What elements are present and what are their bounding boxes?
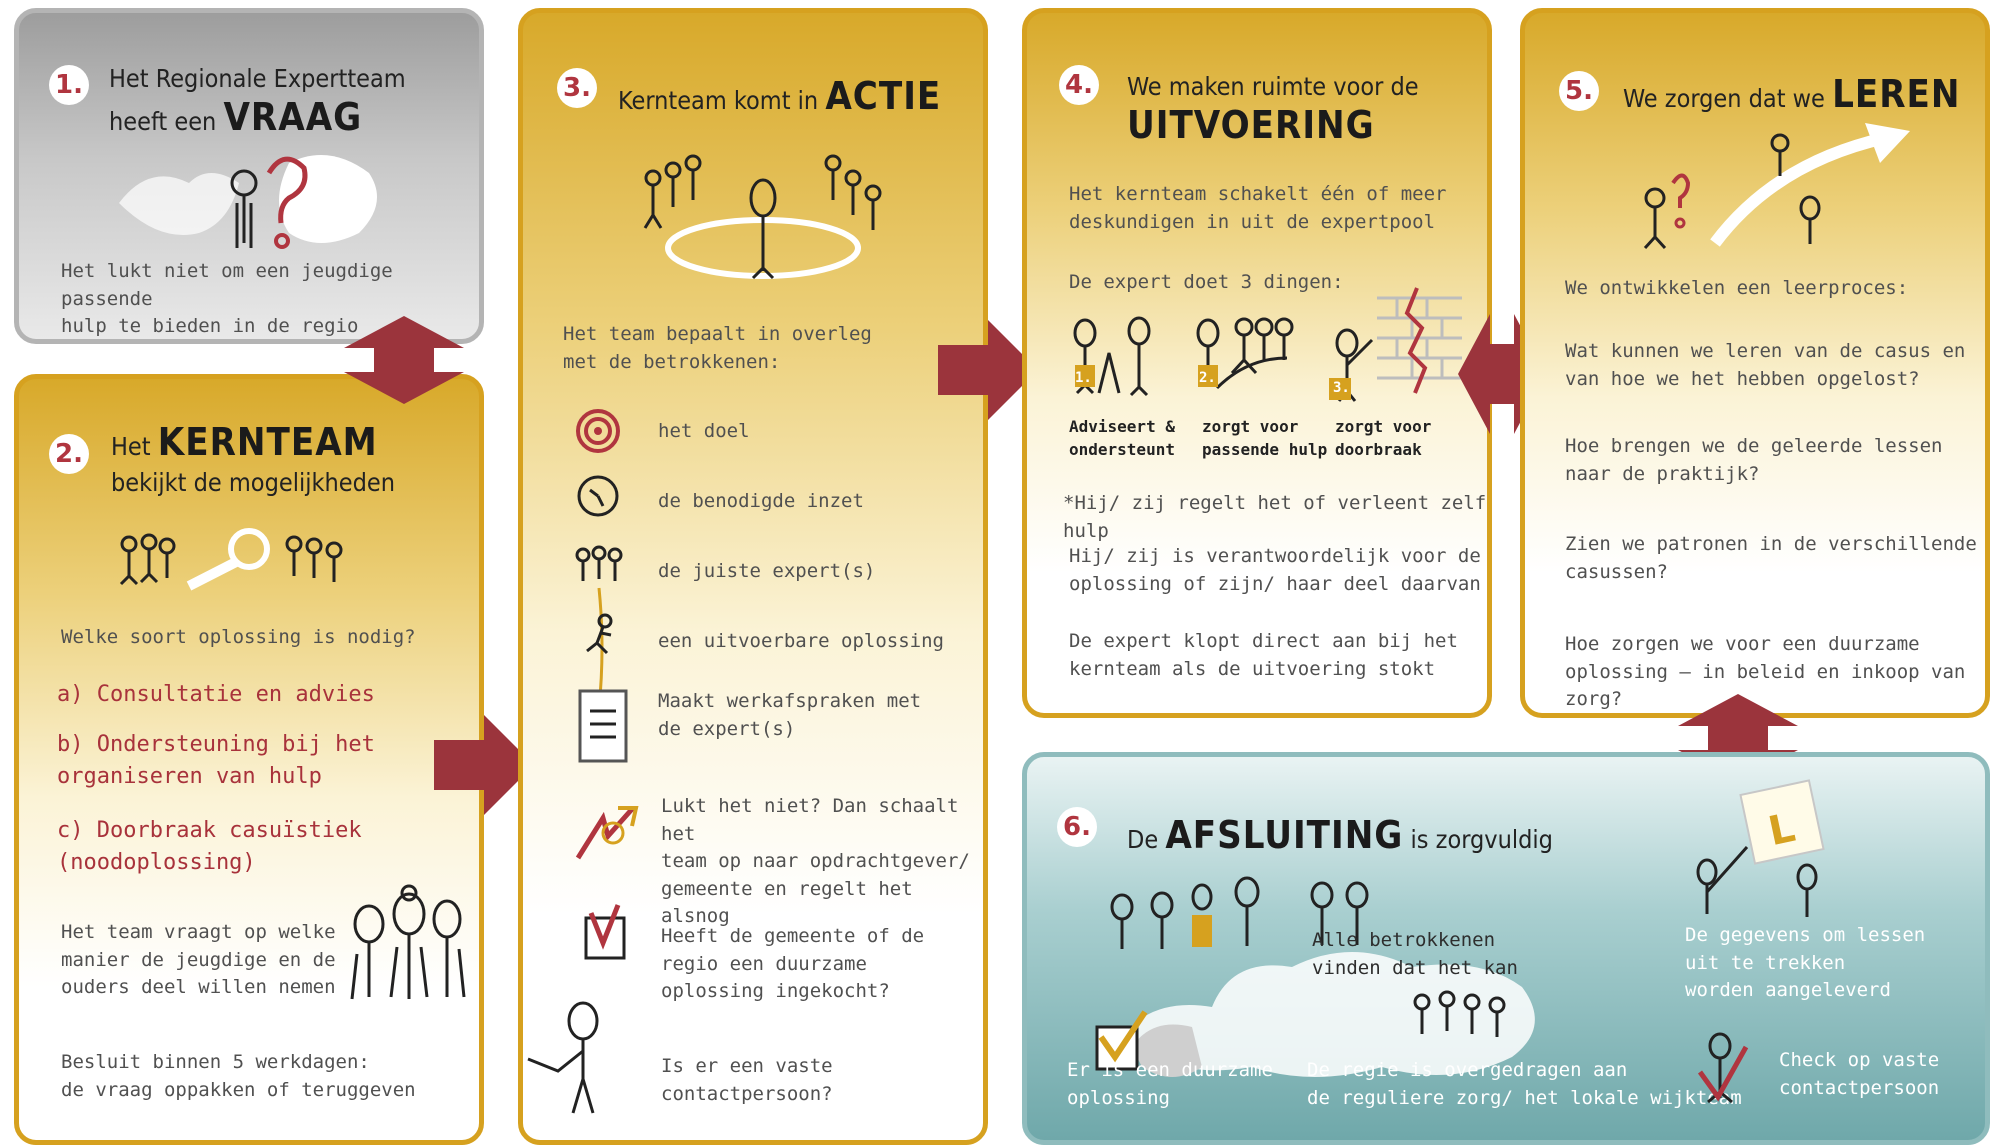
option-c: c) Doorbraak casuïstiek (noodoplossing) bbox=[57, 818, 362, 875]
arrow-right-icon-2 bbox=[938, 320, 1038, 420]
item-goal: het doel bbox=[658, 420, 750, 442]
role-1-badge: 1. bbox=[1075, 370, 1092, 386]
escalate-arrow-icon bbox=[575, 806, 639, 860]
panel-2-question: Welke soort oplossing is nodig? bbox=[61, 626, 416, 648]
help-figures-icon bbox=[1196, 317, 1294, 390]
people-row-icon bbox=[1110, 876, 1369, 949]
people-icon bbox=[575, 545, 623, 581]
step-number-1: 1. bbox=[49, 65, 89, 105]
check-person-icon bbox=[1697, 1032, 1749, 1104]
panel-4-note2: Hij/ zij is verantwoordelijk voor de opl… bbox=[1069, 545, 1481, 595]
lessons-sign-icon bbox=[1696, 779, 1825, 917]
panel-6-closing: 6. De AFSLUITING is zorgvuldig Alle betr… bbox=[1022, 752, 1990, 1145]
step-number-3: 3. bbox=[557, 68, 597, 108]
panel-2-title-line2: bekijkt de mogelijkheden bbox=[111, 467, 395, 497]
panel-2-title-pre: Het bbox=[111, 432, 151, 461]
clock-icon bbox=[577, 475, 619, 517]
panel-1-title-line1: Het Regionale Expertteam bbox=[109, 64, 406, 93]
option-a: a) Consultatie en advies bbox=[57, 682, 375, 707]
panel-4-note3: De expert klopt direct aan bij het kernt… bbox=[1069, 630, 1458, 680]
panel-4-title-line1: We maken ruimte voor de bbox=[1127, 72, 1419, 101]
item-agreements: Maakt werkafspraken met de expert(s) bbox=[658, 690, 922, 740]
panel-6-title: De AFSLUITING is zorgvuldig bbox=[1127, 812, 1553, 860]
panel-4-execution: 4. We maken ruimte voor de UITVOERING He… bbox=[1022, 8, 1492, 718]
step-number-5: 5. bbox=[1559, 71, 1599, 111]
role-2-label: zorgt voor passende hulp bbox=[1202, 417, 1328, 460]
learning-question-4: Hoe zorgen we voor een duurzame oplossin… bbox=[1565, 633, 1966, 711]
breakthrough-wall-icon bbox=[1329, 287, 1462, 402]
role-3-label: zorgt voor doorbraak bbox=[1335, 417, 1432, 460]
role-2-badge: 2. bbox=[1199, 370, 1216, 386]
step-number-2: 2. bbox=[49, 434, 89, 474]
panel-5-title-pre: We zorgen dat we bbox=[1623, 84, 1825, 113]
document-icon bbox=[578, 689, 628, 763]
panel-4-title: We maken ruimte voor de UITVOERING bbox=[1127, 71, 1419, 150]
learning-question-1: Wat kunnen we leren van de casus en van … bbox=[1565, 340, 1966, 390]
handover-people-icon bbox=[1413, 990, 1506, 1037]
team-circle-icon bbox=[643, 154, 882, 280]
panel-1-title: Het Regionale Expertteam heeft een VRAAG bbox=[109, 63, 406, 142]
panel-6-all-parties: Alle betrokkenen vinden dat het kan bbox=[1312, 929, 1518, 979]
panel-5-intro: We ontwikkelen een leerproces: bbox=[1565, 277, 1909, 299]
target-icon bbox=[576, 409, 620, 453]
check-board-icon bbox=[1095, 1010, 1148, 1071]
panel-1-title-big: VRAAG bbox=[223, 95, 363, 140]
panel-3-title-pre: Kernteam komt in bbox=[618, 86, 819, 115]
region-map-icon bbox=[1122, 952, 1535, 1077]
panel-1-title-pre: heeft een bbox=[109, 107, 217, 137]
panel-5-title: We zorgen dat we LEREN bbox=[1623, 71, 1961, 119]
contact-person-icon bbox=[527, 1001, 599, 1114]
step-number-4: 4. bbox=[1059, 65, 1099, 105]
learning-arrow-icon bbox=[1643, 123, 1910, 250]
panel-4-intro: Het kernteam schakelt één of meer deskun… bbox=[1069, 183, 1447, 233]
item-escalate: Lukt het niet? Dan schaalt het team op n… bbox=[661, 795, 970, 928]
panel-6-title-pre: De bbox=[1127, 825, 1159, 854]
checkbox-icon bbox=[584, 904, 626, 960]
panel-4-note1: *Hij/ zij regelt het of verleent zelf hu… bbox=[1063, 492, 1487, 542]
item-procured: Heeft de gemeente of de regio een duurza… bbox=[661, 925, 925, 1003]
family-icon bbox=[350, 884, 466, 1000]
panel-6-check: Check op vaste contactpersoon bbox=[1779, 1049, 1940, 1099]
panel-6-lessons: De gegevens om lessen uit te trekken wor… bbox=[1685, 924, 1926, 1002]
arrow-right-icon bbox=[434, 715, 534, 815]
panel-5-learning: 5. We zorgen dat we LEREN We ontwikkelen… bbox=[1520, 8, 1990, 718]
panel-6-title-post: is zorgvuldig bbox=[1410, 825, 1553, 854]
panel-6-title-big: AFSLUITING bbox=[1165, 813, 1404, 857]
role-3-badge: 3. bbox=[1333, 380, 1350, 396]
runner-icon bbox=[586, 613, 613, 655]
option-b: b) Ondersteuning bij het organiseren van… bbox=[57, 732, 375, 789]
advise-figures-icon bbox=[1073, 316, 1151, 397]
panel-3-intro: Het team bepaalt in overleg met de betro… bbox=[563, 323, 872, 373]
panel-2-core-team: 2. Het KERNTEAM bekijkt de mogelijkheden… bbox=[14, 374, 484, 1145]
panel-2-title-big: KERNTEAM bbox=[157, 420, 378, 464]
step-number-6: 6. bbox=[1057, 807, 1097, 847]
panel-1-body: Het lukt niet om een jeugdige passende h… bbox=[61, 260, 393, 338]
learning-question-3: Zien we patronen in de verschillende cas… bbox=[1565, 533, 1977, 583]
panel-1-question: 1. Het Regionale Expertteam heeft een VR… bbox=[14, 8, 484, 344]
item-effort: de benodigde inzet bbox=[658, 490, 864, 512]
panel-2-title: Het KERNTEAM bekijkt de mogelijkheden bbox=[111, 419, 395, 498]
role-1-label: Adviseert & ondersteunt bbox=[1069, 417, 1175, 460]
panel-3-title: Kernteam komt in ACTIE bbox=[618, 73, 941, 121]
item-solution: een uitvoerbare oplossing bbox=[658, 630, 944, 652]
item-contact: Is er een vaste contactpersoon? bbox=[661, 1055, 833, 1105]
panel-2-decision: Besluit binnen 5 werkdagen: de vraag opp… bbox=[61, 1051, 416, 1101]
panel-4-expert-heading: De expert doet 3 dingen: bbox=[1069, 271, 1344, 293]
panel-3-title-big: ACTIE bbox=[825, 74, 942, 118]
panel-4-title-big: UITVOERING bbox=[1127, 103, 1375, 148]
panel-2-team-text: Het team vraagt op welke manier de jeugd… bbox=[61, 921, 336, 999]
item-experts: de juiste expert(s) bbox=[658, 560, 876, 582]
panel-3-action: 3. Kernteam komt in ACTIE Het team bepaa… bbox=[518, 8, 988, 1145]
people-magnifier-icon bbox=[119, 528, 343, 591]
double-arrow-vertical-icon bbox=[344, 316, 464, 404]
learning-question-2: Hoe brengen we de geleerde lessen naar d… bbox=[1565, 435, 1943, 485]
panel-6-sustainable: Er is een duurzame oplossing bbox=[1067, 1059, 1273, 1109]
panel-5-title-big: LEREN bbox=[1832, 72, 1961, 116]
person-question-icon bbox=[119, 155, 377, 249]
panel-6-handover: De regie is overgedragen aan de regulier… bbox=[1307, 1059, 1742, 1109]
